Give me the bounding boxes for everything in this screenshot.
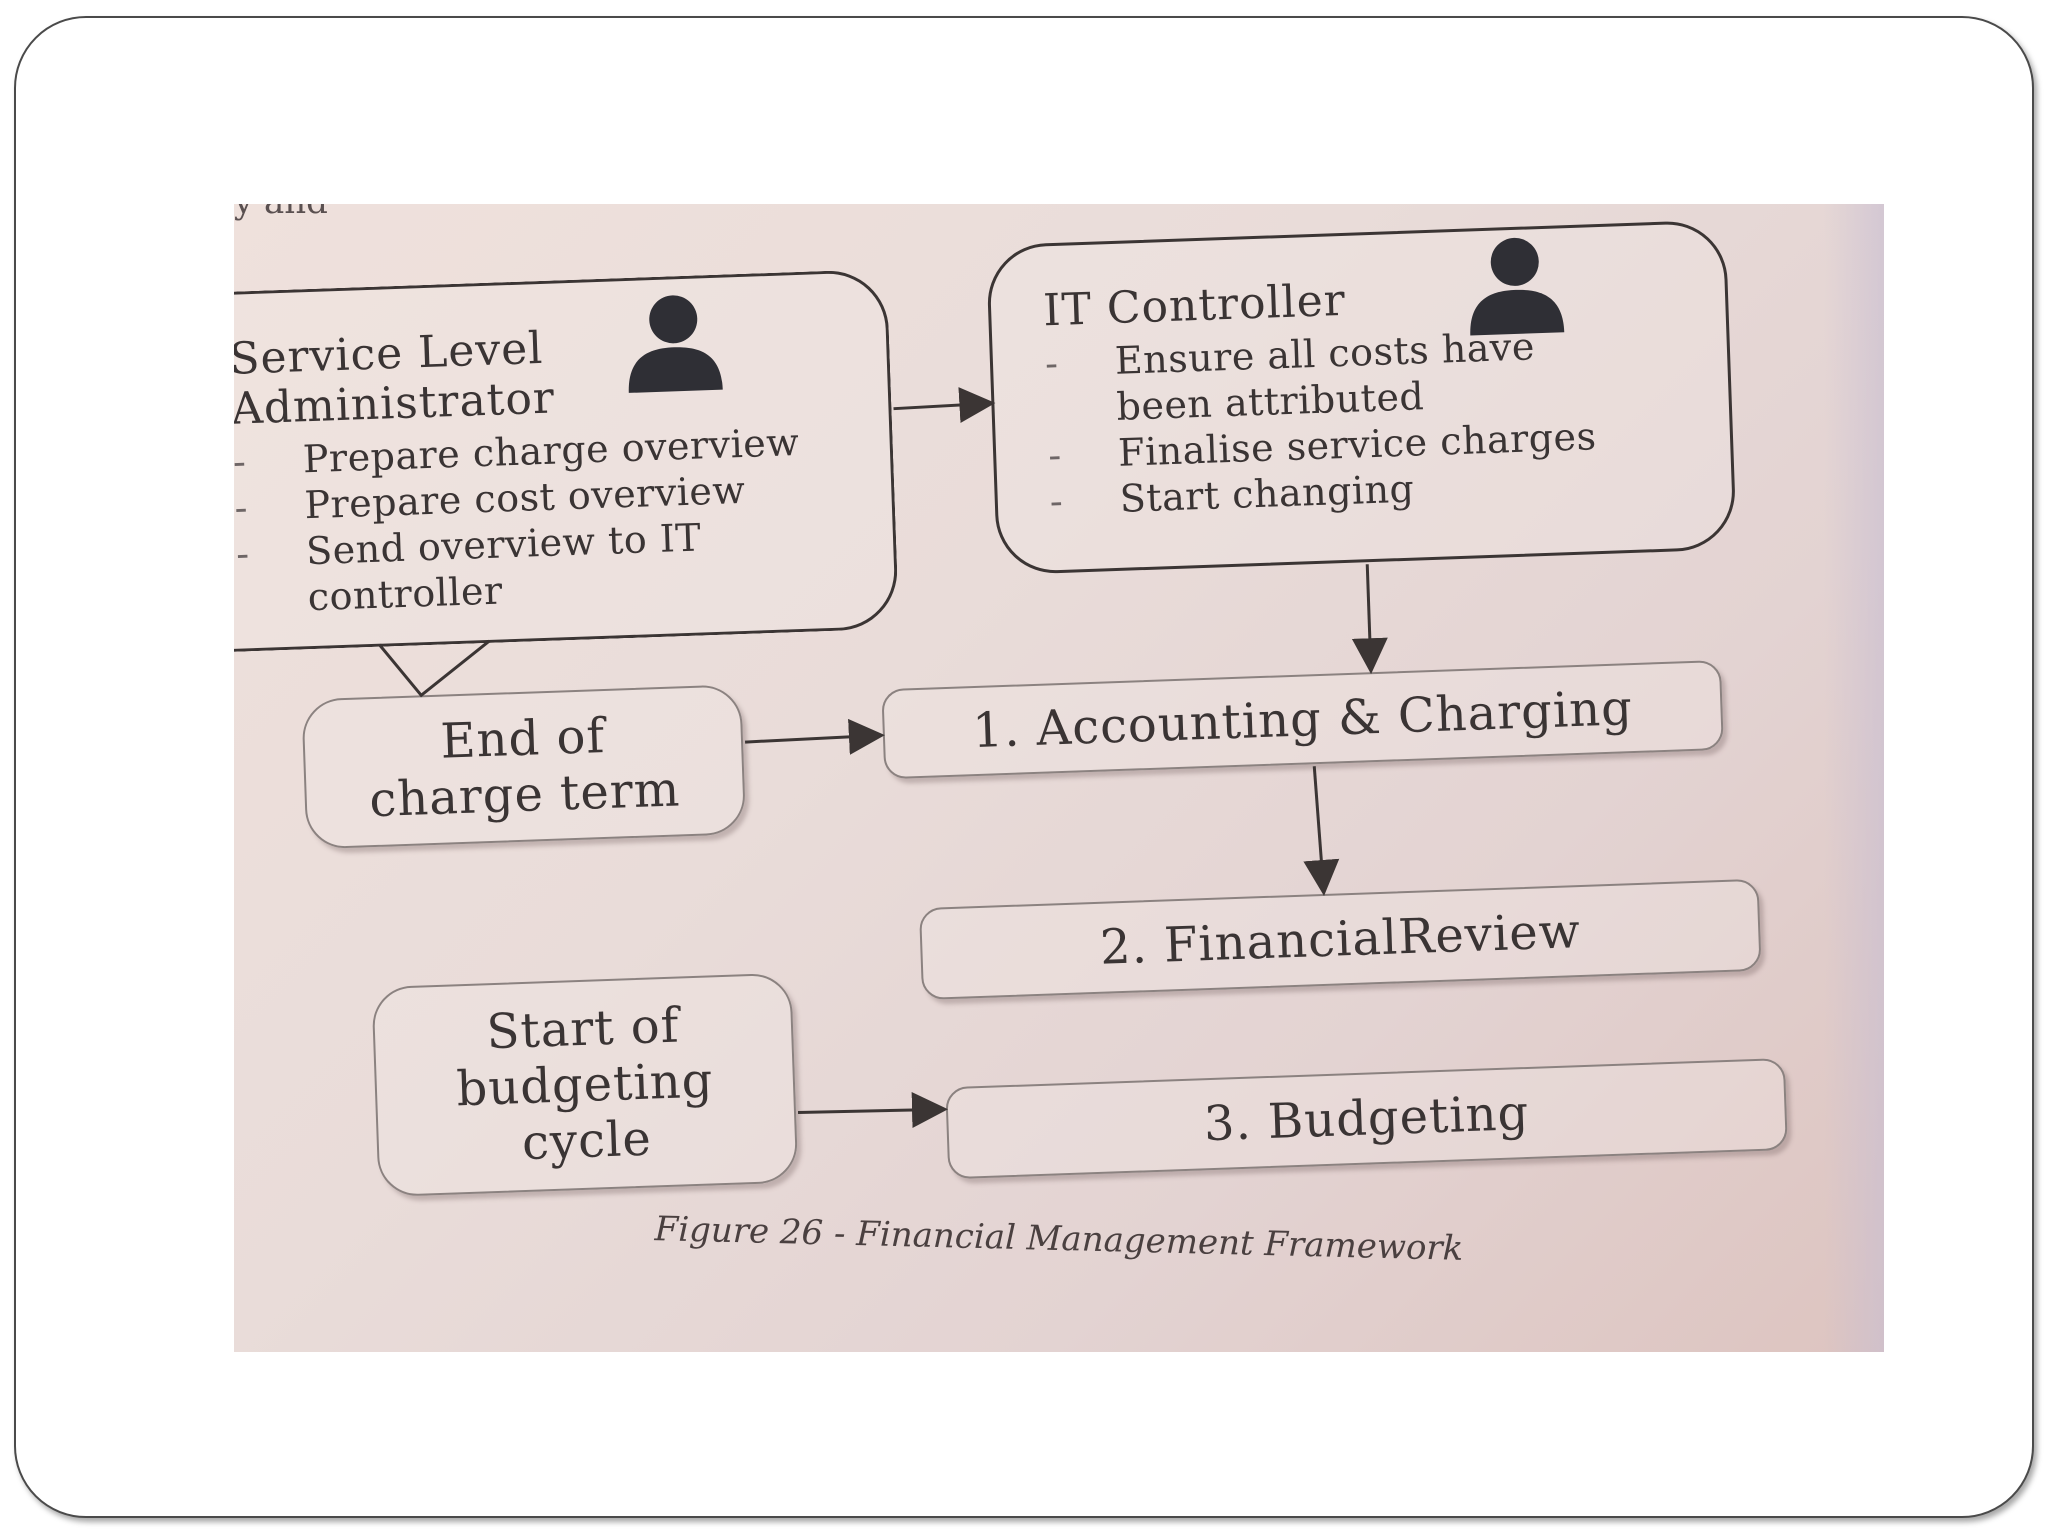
person-icon [1470,237,1565,336]
callout-tail [378,639,491,698]
flow-diagram: Service Level Administrator - Prepare ch… [234,204,1884,1352]
it-controller-box: IT Controller - Ensure all costs have be… [985,219,1737,576]
page-edge-shadow [1824,204,1884,1352]
person-icon [628,295,723,393]
arrow-cycle-to-step3 [797,1092,948,1129]
arrow-controller-to-step1 [1351,564,1388,675]
page-fragment-text: y and [234,204,328,222]
figure-photo: y and Service Level Administrator - Prep… [234,204,1884,1352]
arrow-term-to-step1 [744,718,885,755]
arrow-admin-to-controller [893,387,996,423]
arrow-step1-to-step2 [1303,766,1340,896]
connector-arrows [378,387,1388,1129]
service-level-admin-box: Service Level Administrator - Prepare ch… [234,268,900,654]
